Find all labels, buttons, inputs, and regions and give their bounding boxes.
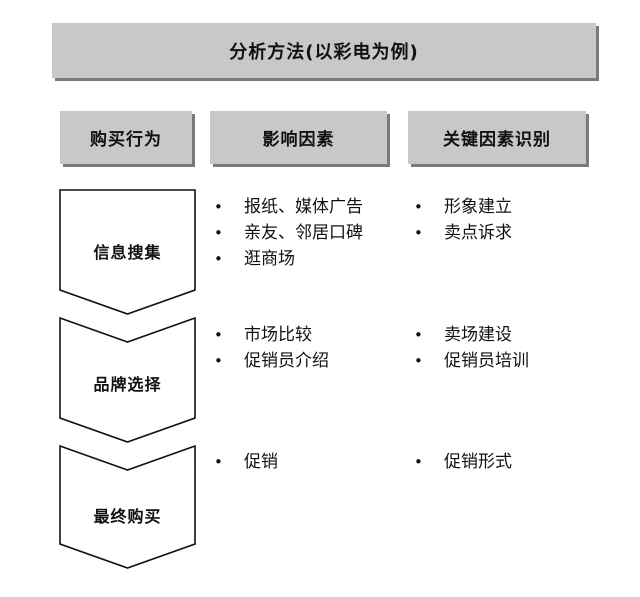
header-influencing-factors-label: 影响因素 <box>262 130 335 150</box>
stage-brand-selection-key-factors: •卖场建设 •促销员培训 <box>414 322 529 374</box>
list-item: •卖点诉求 <box>414 220 512 246</box>
bullet-icon: • <box>214 453 223 471</box>
stage-final-purchase-factors: •促销 <box>214 449 278 475</box>
stage-info-gathering-shape <box>59 189 196 315</box>
stage-brand-selection-shape <box>59 316 196 443</box>
stage-info-gathering-key-factors: •形象建立 •卖点诉求 <box>414 194 512 246</box>
bullet-icon: • <box>414 453 423 471</box>
header-key-factor-identification: 关键因素识别 <box>408 111 586 164</box>
bullet-icon: • <box>414 198 423 216</box>
page-title: 分析方法(以彩电为例) <box>229 41 419 63</box>
header-key-factor-identification-label: 关键因素识别 <box>443 130 551 150</box>
stage-final-purchase-label: 最终购买 <box>93 507 161 526</box>
bullet-icon: • <box>414 224 423 242</box>
list-item: •促销形式 <box>414 449 512 475</box>
header-influencing-factors: 影响因素 <box>210 111 387 164</box>
list-item: •促销员培训 <box>414 348 529 374</box>
list-item: •市场比较 <box>214 322 329 348</box>
list-item: •逛商场 <box>214 246 363 272</box>
header-purchase-behavior-label: 购买行为 <box>90 130 162 150</box>
list-item: •亲友、邻居口碑 <box>214 220 363 246</box>
stage-final-purchase: 最终购买 <box>59 444 196 569</box>
list-item: •形象建立 <box>414 194 512 220</box>
list-item: •报纸、媒体广告 <box>214 194 363 220</box>
stage-info-gathering-factors: •报纸、媒体广告 •亲友、邻居口碑 •逛商场 <box>214 194 363 272</box>
stage-info-gathering-label: 信息搜集 <box>93 243 161 262</box>
stage-info-gathering: 信息搜集 <box>59 189 196 315</box>
bullet-icon: • <box>214 250 223 268</box>
bullet-icon: • <box>214 326 223 344</box>
title-bar: 分析方法(以彩电为例) <box>52 23 596 78</box>
stage-final-purchase-key-factors: •促销形式 <box>414 449 512 475</box>
list-item: •促销员介绍 <box>214 348 329 374</box>
stage-brand-selection: 品牌选择 <box>59 316 196 443</box>
list-item: •卖场建设 <box>414 322 529 348</box>
stage-brand-selection-factors: •市场比较 •促销员介绍 <box>214 322 329 374</box>
bullet-icon: • <box>214 198 223 216</box>
bullet-icon: • <box>214 352 223 370</box>
bullet-icon: • <box>214 224 223 242</box>
stage-final-purchase-shape <box>59 444 196 569</box>
list-item: •促销 <box>214 449 278 475</box>
bullet-icon: • <box>414 326 423 344</box>
bullet-icon: • <box>414 352 423 370</box>
stage-brand-selection-label: 品牌选择 <box>93 375 161 394</box>
header-purchase-behavior: 购买行为 <box>60 111 192 164</box>
